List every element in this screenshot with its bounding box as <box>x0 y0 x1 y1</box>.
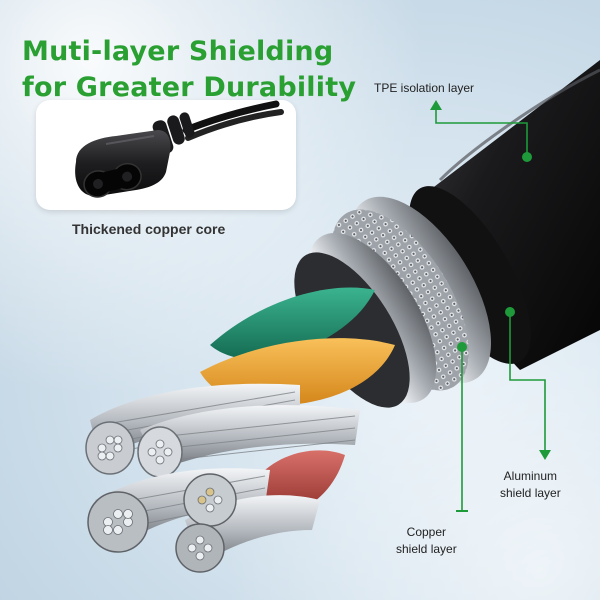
page-title: Muti-layer Shielding for Greater Durabil… <box>22 34 356 106</box>
copper-pointer-dot <box>457 342 467 352</box>
green-insulated-wire <box>210 287 375 360</box>
plug-caption: Thickened copper core <box>72 221 226 237</box>
plug-image-card <box>36 100 296 210</box>
aluminum-pointer-dot <box>505 307 515 317</box>
figure-8-power-plug-icon <box>75 100 284 198</box>
copper-label: Copper shield layer <box>396 525 457 556</box>
aluminum-arrow-icon <box>539 450 551 460</box>
stranded-core-lower-right <box>175 473 320 573</box>
title-line-1: Muti-layer Shielding <box>22 36 334 67</box>
title-line-2: for Greater Durability <box>22 72 357 103</box>
strand-ends <box>97 435 223 561</box>
callout-lines <box>435 108 546 512</box>
aluminum-label: Aluminum shield layer <box>500 469 561 500</box>
stranded-core-middle <box>137 405 360 478</box>
tpe-pointer-dot <box>522 152 532 162</box>
callout-markers <box>430 100 551 512</box>
tpe-label: TPE isolation layer <box>374 81 475 95</box>
tpe-arrow-icon <box>430 100 442 110</box>
